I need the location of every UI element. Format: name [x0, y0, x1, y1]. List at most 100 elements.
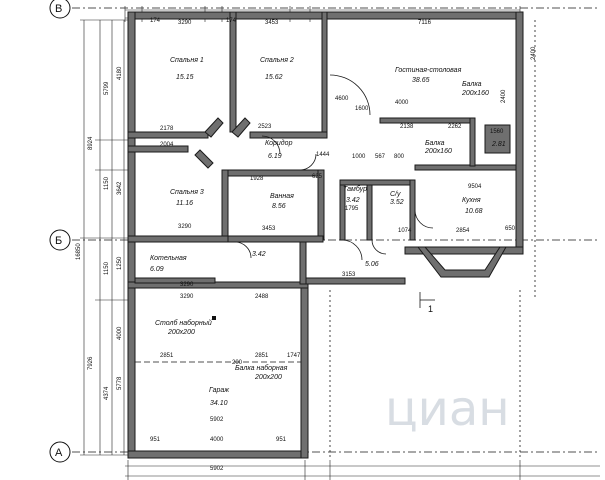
- room-name-corridor: Коридор: [265, 139, 293, 147]
- room-area-kitchen: 10.68: [465, 208, 483, 215]
- dimension-dims-misc-8: 3290: [178, 224, 192, 230]
- room-name-boiler: Котельная: [150, 255, 187, 262]
- room-name-garage: Гараж: [209, 387, 230, 394]
- dimension-dims-misc-14: 2400: [531, 46, 537, 60]
- dimension-dims-misc-27: 951: [276, 437, 287, 443]
- door-swings: 1: [135, 74, 435, 363]
- dimension-dims-misc-20: 3153: [342, 272, 356, 278]
- dimension-dims-gostinaya_w-2: 2138: [400, 124, 414, 130]
- room-name-bedroom-1: Спальня 1: [170, 57, 204, 64]
- dimension-dims-misc-4: 1444: [316, 152, 330, 158]
- beam-1-size: 200x160: [461, 90, 489, 97]
- structural-notes: Балка 200x160 Балка 200x160 Столб наборн…: [155, 81, 489, 381]
- dim-left-3: 7926: [88, 356, 94, 370]
- room-area-corridor: 6.19: [268, 153, 282, 160]
- dimension-dims-misc-22: 2851: [160, 353, 174, 359]
- beam-3-label: Балка наборная: [235, 364, 288, 372]
- dimension-dims-misc-12: 2400: [501, 89, 507, 103]
- dimension-dims-misc-18: 650: [505, 226, 516, 232]
- interior-dimensions: 4000 4600 2138 2262 2178 2523 2004 1600 …: [150, 18, 537, 472]
- dimension-dims-misc-25: 4000: [210, 437, 224, 443]
- dim-left-9: 3642: [117, 181, 123, 195]
- room-area-bedroom-1: 15.15: [176, 74, 194, 81]
- room-area-bedroom-3: 11.16: [176, 200, 193, 207]
- room-area-pantry: 2.81: [491, 141, 506, 148]
- left-dimension-chain: 8924 16850 7926 5799 1150 4374 1150 4180…: [76, 19, 130, 456]
- room-name-vestibule: Тамбур: [343, 185, 367, 193]
- beam-2-size: 200x160: [424, 148, 452, 155]
- dim-left-2: 16850: [76, 243, 82, 260]
- beam-2-label: Балка: [425, 140, 445, 147]
- dimension-dims-misc-32: 5902: [210, 466, 224, 472]
- dimension-dims-misc-29: 1747: [287, 353, 301, 359]
- room-area-bathroom: 8.56: [272, 203, 286, 210]
- dimension-dims-misc-0: 2178: [160, 126, 174, 132]
- dim-left-8: 4180: [117, 66, 123, 80]
- dim-top-4: 3453: [265, 20, 279, 26]
- dim-top-2: 3290: [178, 20, 192, 26]
- column-label: Столб наборный: [155, 319, 212, 327]
- watermark-text: циан: [385, 381, 510, 437]
- axis-top-circle: [49, 0, 71, 19]
- dimension-dims-misc-19: 2854: [456, 228, 470, 234]
- dimension-dims-misc-10: 1928: [250, 176, 264, 182]
- bottom-dimension-chain: [125, 460, 600, 480]
- dimension-dims-misc-16: 1795: [345, 206, 359, 212]
- room-name-wc: С/у: [390, 191, 401, 198]
- column-size: 200x200: [167, 329, 195, 336]
- dimension-dims-misc-11: 625: [312, 174, 323, 180]
- interior-walls: [127, 11, 517, 284]
- room-area-garage: 34.10: [210, 400, 228, 407]
- dim-top-6: 7116: [418, 20, 432, 26]
- dimension-dims-misc-28: 200: [232, 360, 243, 366]
- dimension-dims-misc-6: 567: [375, 154, 386, 160]
- dim-left-5: 1150: [104, 176, 110, 190]
- dimension-dims-misc-7: 800: [394, 154, 405, 160]
- dimension-dims-gostinaya_w-0: 4000: [395, 100, 409, 106]
- dimension-dims-misc-17: 1074: [398, 228, 412, 234]
- dimension-dims-gostinaya_w-3: 2262: [448, 124, 462, 130]
- room-area-vestibule: 3.42: [346, 197, 360, 204]
- axis-bottom-circle: [49, 441, 71, 463]
- dimension-dims-misc-31: 3290: [180, 294, 194, 300]
- room-area-hall: 5.06: [365, 261, 379, 268]
- dimension-dims-misc-3: 1600: [355, 106, 369, 112]
- beam-3-size: 200x200: [254, 374, 282, 381]
- dim-left-11: 4000: [117, 326, 123, 340]
- dimension-dims-top_inner-0: 174: [150, 18, 161, 24]
- dimension-dims-misc-23: 2851: [255, 353, 269, 359]
- dim-left-1: 8924: [88, 136, 94, 150]
- dim-left-6: 4374: [104, 386, 110, 400]
- room-name-bedroom-2: Спальня 2: [260, 57, 294, 64]
- axis-top-label: В: [55, 3, 62, 15]
- room-area-bedroom-2: 15.62: [265, 74, 283, 81]
- dimension-dims-misc-1: 2523: [258, 124, 272, 130]
- dimension-dims-misc-30: 3290: [180, 282, 194, 288]
- projection-lines: [329, 20, 536, 460]
- axis-middle-label: Б: [55, 235, 62, 247]
- dimension-dims-misc-26: 951: [150, 437, 161, 443]
- dimension-dims-misc-5: 1000: [352, 154, 366, 160]
- dimension-dims-misc-21: 2488: [255, 294, 269, 300]
- dim-left-7: 1150: [104, 261, 110, 275]
- room-name-bedroom-3: Спальня 3: [170, 189, 204, 196]
- dim-left-12: 5778: [117, 376, 123, 390]
- room-labels: Спальня 1 15.15 Спальня 2 15.62 Гостиная…: [150, 57, 506, 407]
- axis-middle-circle: [49, 229, 71, 251]
- dimension-dims-misc-9: 3453: [262, 226, 276, 232]
- room-area-living: 38.65: [412, 77, 430, 84]
- room-area-boiler: 6.09: [150, 266, 164, 273]
- room-name-bathroom: Ванная: [270, 193, 294, 200]
- dimension-dims-misc-13: 1560: [490, 129, 504, 135]
- dimension-dims-misc-2: 2004: [160, 142, 174, 148]
- room-area-small: 3.42: [252, 251, 266, 258]
- dim-left-4: 5799: [104, 81, 110, 95]
- dimension-dims-gostinaya_w-1: 4600: [335, 96, 349, 102]
- room-name-kitchen: Кухня: [462, 197, 481, 204]
- dim-left-10: 1250: [117, 256, 123, 270]
- dimension-dims-top_inner-1: 174: [226, 18, 237, 24]
- section-mark: 1: [428, 304, 433, 314]
- dimension-dims-misc-15: 9504: [468, 184, 482, 190]
- room-area-wc: 3.52: [390, 199, 404, 206]
